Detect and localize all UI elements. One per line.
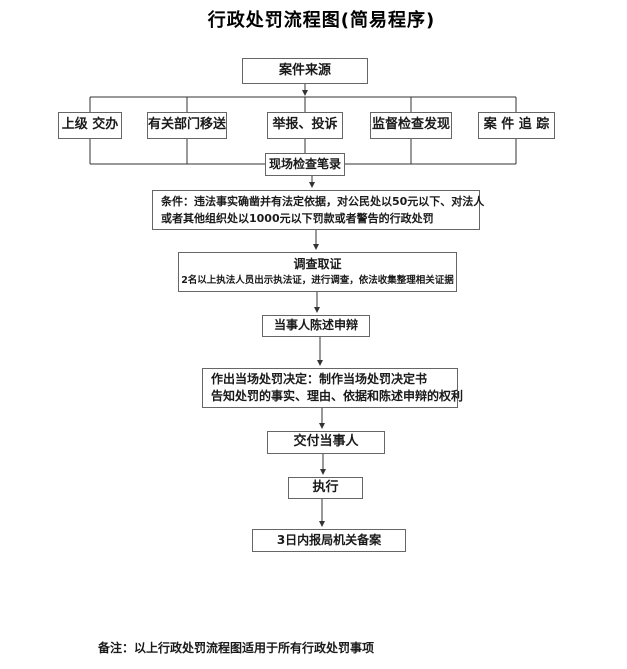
node-source-case-tracking-label: 案 件 追 踪 — [483, 117, 550, 133]
node-source-inspection-discovery-label: 监督检查发现 — [371, 117, 450, 133]
node-onsite-penalty-decision-line1: 作出当场处罚决定：制作当场处罚决定书 — [211, 372, 428, 386]
page-title: 行政处罚流程图(简易程序) — [207, 10, 436, 31]
connector-branch-top — [89, 96, 517, 112]
node-filing-report: 3日内报局机关备案 — [252, 529, 406, 552]
node-source-department-transfer: 有关部门移送 — [147, 112, 227, 139]
node-source-department-transfer-label: 有关部门移送 — [148, 117, 227, 133]
node-condition-line1: 条件：违法事实确凿并有法定依据，对公民处以50元以下、对法人 — [161, 195, 485, 208]
node-filing-report-label: 3日内报局机关备案 — [276, 532, 382, 547]
node-source-case-tracking: 案 件 追 踪 — [478, 112, 555, 139]
node-party-statement-defense: 当事人陈述申辩 — [262, 315, 370, 337]
node-site-inspection-record-label: 现场检查笔录 — [268, 156, 341, 171]
node-condition-line2: 或者其他组织处以1000元以下罚款或者警告的行政处罚 — [161, 212, 434, 225]
node-source-superior-assignment: 上级 交办 — [58, 112, 122, 139]
node-onsite-penalty-decision-line2: 告知处罚的事实、理由、依据和陈述申辩的权利 — [211, 389, 464, 403]
node-investigation-desc: 2名以上执法人员出示执法证，进行调查，依法收集整理相关证据 — [181, 275, 454, 286]
node-source-inspection-discovery: 监督检查发现 — [370, 112, 452, 139]
node-investigation: 调查取证 2名以上执法人员出示执法证，进行调查，依法收集整理相关证据 — [178, 252, 457, 292]
node-execute: 执行 — [288, 477, 363, 499]
node-party-statement-defense-label: 当事人陈述申辩 — [273, 318, 358, 333]
node-onsite-penalty-decision: 作出当场处罚决定：制作当场处罚决定书 告知处罚的事实、理由、依据和陈述申辩的权利 — [202, 368, 463, 408]
node-deliver-to-party-label: 交付当事人 — [293, 434, 359, 450]
node-source-superior-assignment-label: 上级 交办 — [61, 117, 119, 133]
node-source-report-complaint-label: 举报、投诉 — [272, 117, 338, 133]
node-investigation-title: 调查取证 — [293, 257, 342, 271]
footer-note: 备注：以上行政处罚流程图适用于所有行政处罚事项 — [98, 641, 375, 655]
node-condition: 条件：违法事实确凿并有法定依据，对公民处以50元以下、对法人 或者其他组织处以1… — [152, 190, 484, 230]
node-case-source: 案件来源 — [242, 58, 368, 84]
node-execute-label: 执行 — [312, 479, 339, 495]
node-source-report-complaint: 举报、投诉 — [267, 112, 343, 139]
node-site-inspection-record: 现场检查笔录 — [265, 153, 345, 176]
node-deliver-to-party: 交付当事人 — [267, 431, 385, 454]
node-case-source-label: 案件来源 — [278, 62, 331, 78]
